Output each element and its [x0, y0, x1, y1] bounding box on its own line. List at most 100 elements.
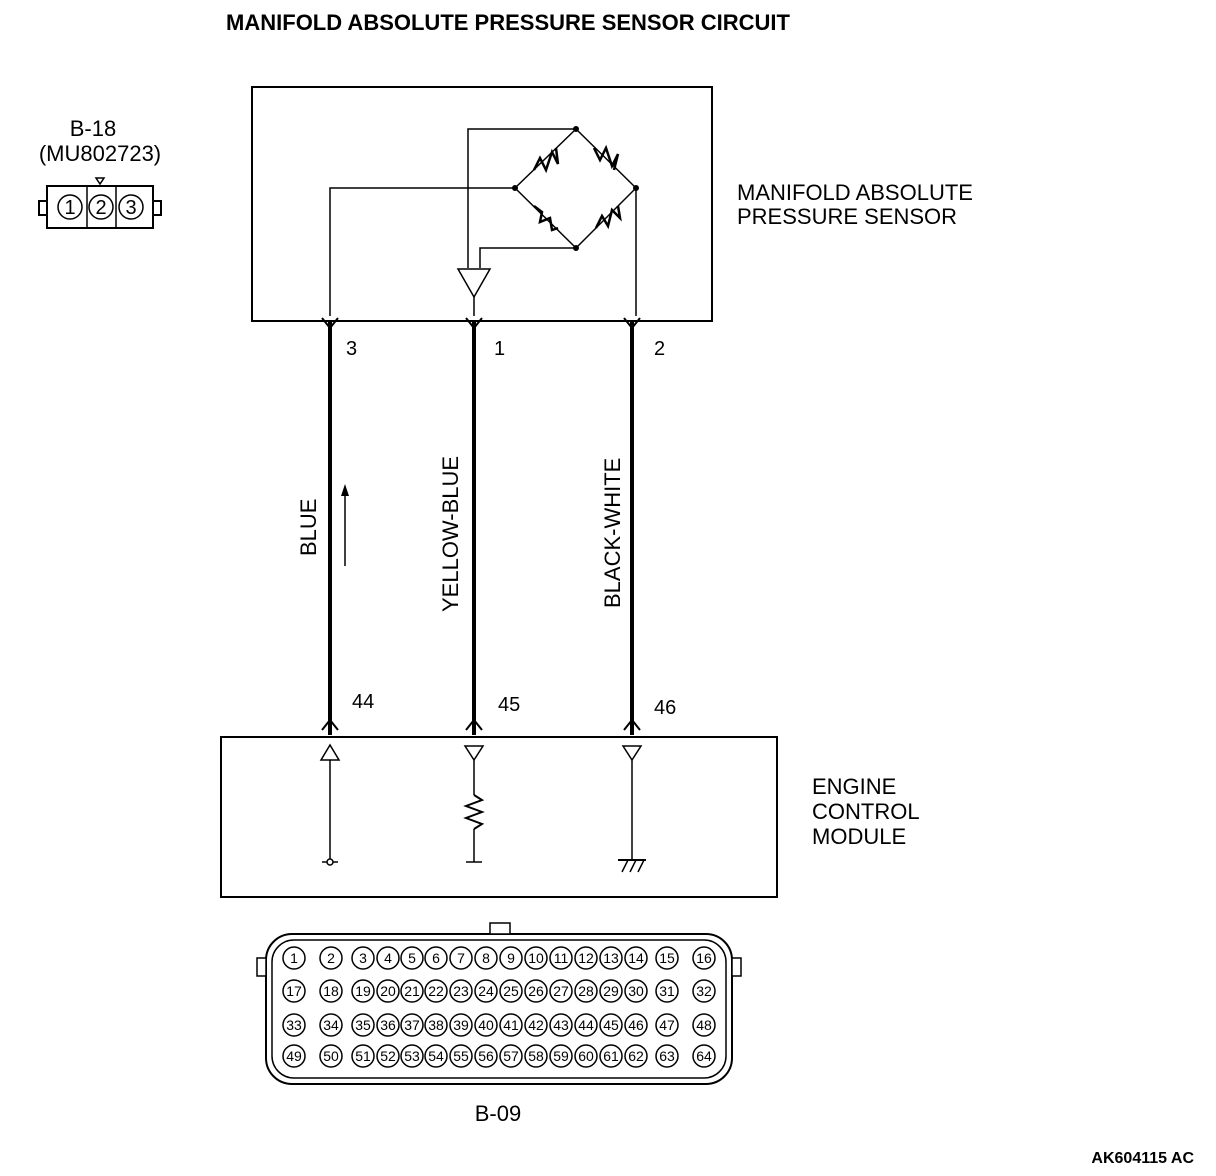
ecm-pin-label: 51 [355, 1048, 371, 1064]
ecm-pin-circle [376, 979, 400, 1003]
ecm-pin-circle [599, 1013, 623, 1037]
ecm-pin-label: 20 [380, 983, 396, 999]
ecm-pin-label: 27 [553, 983, 569, 999]
ecm-pin-circle [599, 946, 623, 970]
ecm-pin-circle [599, 1044, 623, 1068]
ecm-pin-circle [692, 946, 716, 970]
ecm-pin-circle [474, 979, 498, 1003]
connector-id: B-18 [70, 116, 116, 141]
ecm-pin-label: 9 [507, 950, 515, 966]
ecm-pin-label: 15 [659, 950, 675, 966]
ecm-pin-label: 28 [578, 983, 594, 999]
ecm-pin-label: 10 [528, 950, 544, 966]
ecm-pin-circle [549, 1044, 573, 1068]
ecm-pin-circle [319, 1044, 343, 1068]
ecm-pin-label: 19 [355, 983, 371, 999]
ecm-connector-id: B-09 [475, 1101, 521, 1126]
ecm-pin-label: 30 [628, 983, 644, 999]
ecm-pin-circle [474, 946, 498, 970]
ecm-box: ENGINE CONTROL MODULE [220, 736, 920, 898]
ecm-pin-label: 46 [628, 1017, 644, 1033]
ecm-pin-label: 4 [384, 950, 392, 966]
sensor-terminal: 1 [494, 338, 505, 360]
ecm-label: ENGINE [812, 774, 896, 799]
ecm-pin-label: 17 [286, 983, 302, 999]
connector-part-number: (MU802723) [39, 141, 161, 166]
ecm-pin-circle [351, 1044, 375, 1068]
page-title: MANIFOLD ABSOLUTE PRESSURE SENSOR CIRCUI… [226, 10, 790, 35]
ecm-pin-label: 12 [578, 950, 594, 966]
ecm-pin-circle [524, 979, 548, 1003]
ecm-pin-label: 25 [503, 983, 519, 999]
ecm-pin-label: 33 [286, 1017, 302, 1033]
ecm-pin-label: 14 [628, 950, 644, 966]
ecm-pin-circle [692, 1013, 716, 1037]
ecm-pin-circle [424, 1044, 448, 1068]
ecm-pin-label: 16 [696, 950, 712, 966]
ecm-pin-circle [574, 1044, 598, 1068]
ecm-pin-label: 55 [453, 1048, 469, 1064]
ecm-pin-circle [351, 1013, 375, 1037]
ecm-pin-label: 2 [327, 950, 335, 966]
ecm-pin-circle [400, 1044, 424, 1068]
ecm-pin-circle [449, 946, 473, 970]
ecm-pin-circle [376, 946, 400, 970]
ecm-pin-circle [424, 1013, 448, 1037]
ecm-pin-circle [624, 1013, 648, 1037]
connector-pin: 2 [95, 197, 106, 219]
ecm-pin-label: 5 [408, 950, 416, 966]
ecm-pin-label: 43 [553, 1017, 569, 1033]
ecm-pin-label: 31 [659, 983, 675, 999]
ecm-pin-label: 18 [323, 983, 339, 999]
sensor-box: MANIFOLD ABSOLUTE PRESSURE SENSOR [251, 86, 973, 322]
ecm-pin-label: 22 [428, 983, 444, 999]
wire-color-label: BLUE [296, 499, 321, 556]
ecm-pin-circle [351, 946, 375, 970]
signal-arrow-icon [341, 484, 349, 566]
ecm-pin-label: 52 [380, 1048, 396, 1064]
sensor-terminal: 2 [654, 338, 665, 360]
ecm-pin-label: 21 [404, 983, 420, 999]
ecm-pin-label: 62 [628, 1048, 644, 1064]
ecm-pin-label: 49 [286, 1048, 302, 1064]
ecm-pin-circle [449, 1013, 473, 1037]
ecm-pin-label: 42 [528, 1017, 544, 1033]
ecm-pin-circle [474, 1044, 498, 1068]
ecm-pin-circle [624, 946, 648, 970]
ecm-pin-circle [549, 946, 573, 970]
ecm-pin-circle [499, 979, 523, 1003]
ecm-pin-label: 26 [528, 983, 544, 999]
ecm-pin-circle [624, 979, 648, 1003]
ecm-pin-label: 47 [659, 1017, 675, 1033]
sensor-label: PRESSURE SENSOR [737, 204, 957, 229]
ecm-pin-circle [400, 979, 424, 1003]
ecm-pin-label: 57 [503, 1048, 519, 1064]
ecm-pin-circle [282, 979, 306, 1003]
ecm-pin-circle [655, 946, 679, 970]
ecm-label: MODULE [812, 824, 906, 849]
ecm-pin-circle [655, 1013, 679, 1037]
ecm-pin-circle [319, 946, 343, 970]
ecm-pin-circle [449, 979, 473, 1003]
ecm-pin-label: 53 [404, 1048, 420, 1064]
ecm-pin-label: 1 [290, 950, 298, 966]
ecm-pin-label: 23 [453, 983, 469, 999]
ecm-pin-label: 36 [380, 1017, 396, 1033]
ecm-pin-circle [692, 979, 716, 1003]
ecm-pin-label: 13 [603, 950, 619, 966]
ecm-pin-label: 58 [528, 1048, 544, 1064]
ecm-pin-label: 61 [603, 1048, 619, 1064]
ecm-pin-label: 56 [478, 1048, 494, 1064]
ecm-pin-label: 40 [478, 1017, 494, 1033]
connector-pin: 1 [64, 197, 75, 219]
ecm-pin-circle [474, 1013, 498, 1037]
ecm-pin-circle [549, 1013, 573, 1037]
connector-pin: 3 [125, 197, 136, 219]
ecm-pin-label: 50 [323, 1048, 339, 1064]
ecm-pin-circle [376, 1044, 400, 1068]
ecm-pin-circle [574, 1013, 598, 1037]
ecm-pin-circle [655, 979, 679, 1003]
sensor-terminal: 3 [346, 338, 357, 360]
